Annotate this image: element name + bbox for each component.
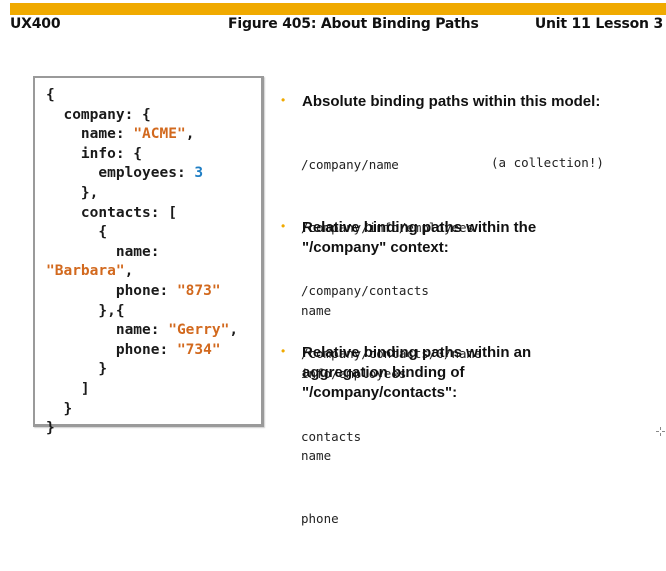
bullet-icon: • <box>281 219 286 233</box>
path-list: name info/employees contacts <box>301 258 406 489</box>
course-code: UX400 <box>10 16 61 32</box>
code-token: } <box>46 400 73 417</box>
code-token: info: { <box>46 145 143 162</box>
path-item: info/employees <box>301 366 407 381</box>
code-line: ] <box>46 380 238 400</box>
code-line: } <box>46 360 238 380</box>
code-token: phone: <box>46 282 177 299</box>
code-line: } <box>46 400 238 420</box>
code-line: name: "Gerry", <box>46 321 238 341</box>
string-literal: "734" <box>176 341 221 358</box>
code-token: { <box>46 87 55 103</box>
string-literal: "873" <box>176 282 221 299</box>
code-line: { <box>46 86 238 106</box>
code-token: contacts: [ <box>46 204 177 221</box>
code-token: ] <box>46 380 90 397</box>
code-token: }, <box>46 184 99 201</box>
code-token: },{ <box>46 302 125 319</box>
code-line: "Barbara", <box>46 262 238 282</box>
code-line: name: <box>46 243 238 263</box>
code-sample-box <box>33 76 264 427</box>
code-token: name: <box>46 126 134 143</box>
string-literal: "ACME" <box>133 126 186 143</box>
section-heading: Absolute binding paths within this model… <box>302 93 601 110</box>
crosshair-cursor-icon <box>656 427 665 436</box>
section-heading: Relative binding paths within the "/comp… <box>302 219 537 256</box>
code-token: } <box>46 361 108 378</box>
code-token: employees: <box>46 165 195 182</box>
figure-title: Figure 405: About Binding Paths <box>228 16 479 32</box>
path-item: /company/contacts <box>301 283 429 298</box>
string-literal: "Gerry" <box>168 322 230 339</box>
code-line: contacts: [ <box>46 204 238 224</box>
code-line: } <box>46 419 238 439</box>
path-item: /company/name <box>301 157 399 172</box>
path-item: contacts <box>301 429 362 444</box>
code-line: phone: "873" <box>46 282 238 302</box>
code-token: name: <box>46 243 160 260</box>
header-accent-bar <box>10 3 666 15</box>
path-item: name <box>301 303 332 318</box>
code-token: name: <box>46 322 169 339</box>
path-item: /company/info/employees <box>301 220 475 235</box>
path-list: name phone <box>301 403 339 571</box>
code-line: employees: 3 <box>46 164 238 184</box>
json-model-code: { company: { name: "ACME", info: { emplo… <box>46 86 238 439</box>
path-item: /company/contacts/0/name <box>301 346 482 361</box>
code-line: },{ <box>46 302 238 322</box>
code-token: , <box>229 322 239 339</box>
collection-note: (a collection!) <box>491 155 604 170</box>
section-heading: Relative binding paths within an aggrega… <box>302 344 532 401</box>
code-line: { <box>46 223 238 243</box>
path-item: phone <box>301 511 339 526</box>
code-token: company: { <box>46 106 151 123</box>
code-token: , <box>124 263 134 280</box>
bullet-icon: • <box>281 344 286 358</box>
number-literal: 3 <box>194 165 204 182</box>
string-literal: "Barbara" <box>46 263 125 280</box>
code-token: , <box>185 126 195 143</box>
lesson-label: Unit 11 Lesson 3 <box>534 16 663 32</box>
code-line: info: { <box>46 145 238 165</box>
bullet-icon: • <box>281 93 286 107</box>
code-line: company: { <box>46 106 238 126</box>
code-line: phone: "734" <box>46 341 238 361</box>
code-token: } <box>46 420 55 437</box>
code-token: { <box>46 224 108 241</box>
path-list: /company/name /company/info/employees /c… <box>301 112 482 406</box>
code-line: name: "ACME", <box>46 125 238 145</box>
code-line: }, <box>46 184 238 204</box>
code-token: phone: <box>46 341 177 358</box>
path-item: name <box>301 448 332 463</box>
